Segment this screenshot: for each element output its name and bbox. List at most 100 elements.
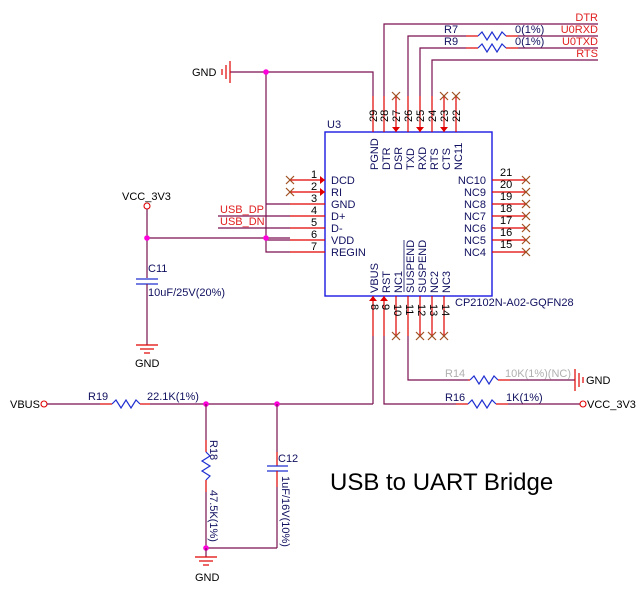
gnd-label: GND	[192, 67, 217, 79]
net-label-usb-dp: USB_DP	[220, 204, 264, 216]
usb-nets: USB_DP USB_DN	[218, 204, 290, 229]
gnd-label: GND	[195, 572, 220, 584]
pin-number: 16	[500, 227, 512, 239]
vcc-label: VCC_3V3	[122, 191, 171, 203]
ic-ref: U3	[327, 119, 341, 131]
pin-name: NC8	[464, 199, 486, 211]
r14-ref: R14	[445, 368, 465, 380]
r7-ref: R7	[444, 24, 458, 36]
pin-number: 12	[415, 304, 427, 316]
top-pins: 29 28 27 26 25 24 23 22 PGND DTR DSR TXD…	[368, 91, 465, 170]
pin-number: 5	[311, 217, 317, 229]
gnd-label: GND	[135, 358, 160, 370]
pin-number: 21	[500, 167, 512, 179]
r14-branch: R14 10K(1%)(NC) GND	[407, 336, 611, 391]
vbus-label: VBUS	[10, 399, 40, 411]
pin-name: NC9	[464, 187, 486, 199]
c12-value: 1uF/16V(10%)	[279, 476, 291, 547]
pin-name: NC1	[393, 271, 405, 293]
r7-value: 0(1%)	[515, 24, 544, 36]
pin-name: DTR	[381, 147, 393, 170]
pin-number: 8	[368, 304, 380, 310]
r9-value: 0(1%)	[515, 36, 544, 48]
pin-name: NC3	[441, 271, 453, 293]
pin-name: VDD	[331, 235, 354, 247]
pin-number: 17	[500, 215, 512, 227]
pin-number: 4	[311, 205, 317, 217]
pin-name: NC7	[464, 211, 486, 223]
pgnd-net: GND	[192, 61, 374, 241]
r16-value: 1K(1%)	[506, 392, 543, 404]
net-label-u0rxd: U0RXD	[561, 24, 598, 36]
vcc-label: VCC_3V3	[587, 399, 636, 411]
pin-name: GND	[331, 199, 356, 211]
pin-number: 13	[427, 304, 439, 316]
nc-mark	[391, 331, 449, 341]
pin-name: DSR	[393, 147, 405, 170]
gnd-label: GND	[586, 375, 611, 387]
pin-number: 3	[311, 193, 317, 205]
pin-number: 7	[311, 241, 317, 253]
pin-name: RTS	[429, 148, 441, 170]
vdd-supply: VCC_3V3 C11 10uF/25V(20%) GND	[122, 191, 290, 370]
pin-name: D+	[331, 211, 345, 223]
pin-name: RST	[381, 271, 393, 293]
pin-number: 2	[311, 181, 317, 193]
pin-number: 10	[391, 304, 403, 316]
ic-part-number: CP2102N-A02-GQFN28	[455, 297, 574, 309]
gnd-symbol	[574, 369, 584, 391]
pin-number: 18	[500, 203, 512, 215]
pin-number: 24	[427, 110, 439, 122]
pin-number: 27	[391, 110, 403, 122]
pin-number: 22	[451, 110, 463, 122]
pin-name: REGIN	[331, 247, 366, 259]
left-pins: 1 2 3 4 5 6 7 DCD RI GND D+ D- VDD REGIN	[285, 169, 366, 259]
pin-number: 1	[311, 169, 317, 181]
pin-name: NC11	[453, 143, 465, 170]
nc-mark	[285, 175, 295, 197]
pin-number: 28	[379, 110, 391, 122]
pin-number: 23	[439, 110, 451, 122]
pin-number: 15	[500, 239, 512, 251]
vbus-divider: VBUS R19 22.1K(1%) R18 47.5K(1%) C12 1uF…	[10, 336, 374, 584]
c11-value: 10uF/25V(20%)	[148, 287, 225, 299]
pin-name: NC6	[464, 223, 486, 235]
c11-ref: C11	[148, 263, 167, 275]
pin-number: 25	[415, 110, 427, 122]
r19-value: 22.1K(1%)	[147, 391, 199, 403]
nc-mark	[521, 175, 531, 257]
pin-name: NC2	[429, 271, 441, 293]
r14-value: 10K(1%)(NC)	[505, 368, 571, 380]
vbus-port	[40, 400, 48, 408]
r9-ref: R9	[444, 36, 458, 48]
schematic-title: USB to UART Bridge	[330, 469, 553, 496]
pin-number: 19	[500, 191, 512, 203]
nc-mark	[391, 91, 461, 101]
r18-value: 47.5K(1%)	[207, 490, 219, 542]
pin-number: 29	[368, 110, 380, 122]
uart-nets: DTR R7 0(1%) U0RXD R9 0(1%) U0TXD RTS	[383, 12, 598, 96]
pin-name: RXD	[417, 147, 429, 170]
pin-name: NC10	[458, 175, 486, 187]
gnd-symbol	[195, 556, 217, 566]
pin-name: D-	[331, 223, 343, 235]
junction	[263, 69, 269, 75]
gnd-symbol	[221, 61, 231, 83]
net-label-rts: RTS	[576, 48, 598, 60]
pin-name: SUSPEND	[417, 240, 429, 293]
pin-number: 26	[403, 110, 415, 122]
pin-number: 20	[500, 179, 512, 191]
pin-number: 14	[439, 304, 451, 316]
net-label-dtr: DTR	[575, 12, 598, 24]
pin-name: CTS	[441, 148, 453, 170]
r19-ref: R19	[88, 391, 108, 403]
junction	[144, 235, 150, 241]
c12-ref: C12	[278, 453, 298, 465]
r16-ref: R16	[445, 392, 465, 404]
pin-name: VBUS	[369, 263, 381, 293]
r18-ref: R18	[207, 440, 219, 460]
vcc-port	[143, 202, 151, 210]
junction	[263, 235, 269, 241]
vcc-port	[579, 400, 587, 408]
